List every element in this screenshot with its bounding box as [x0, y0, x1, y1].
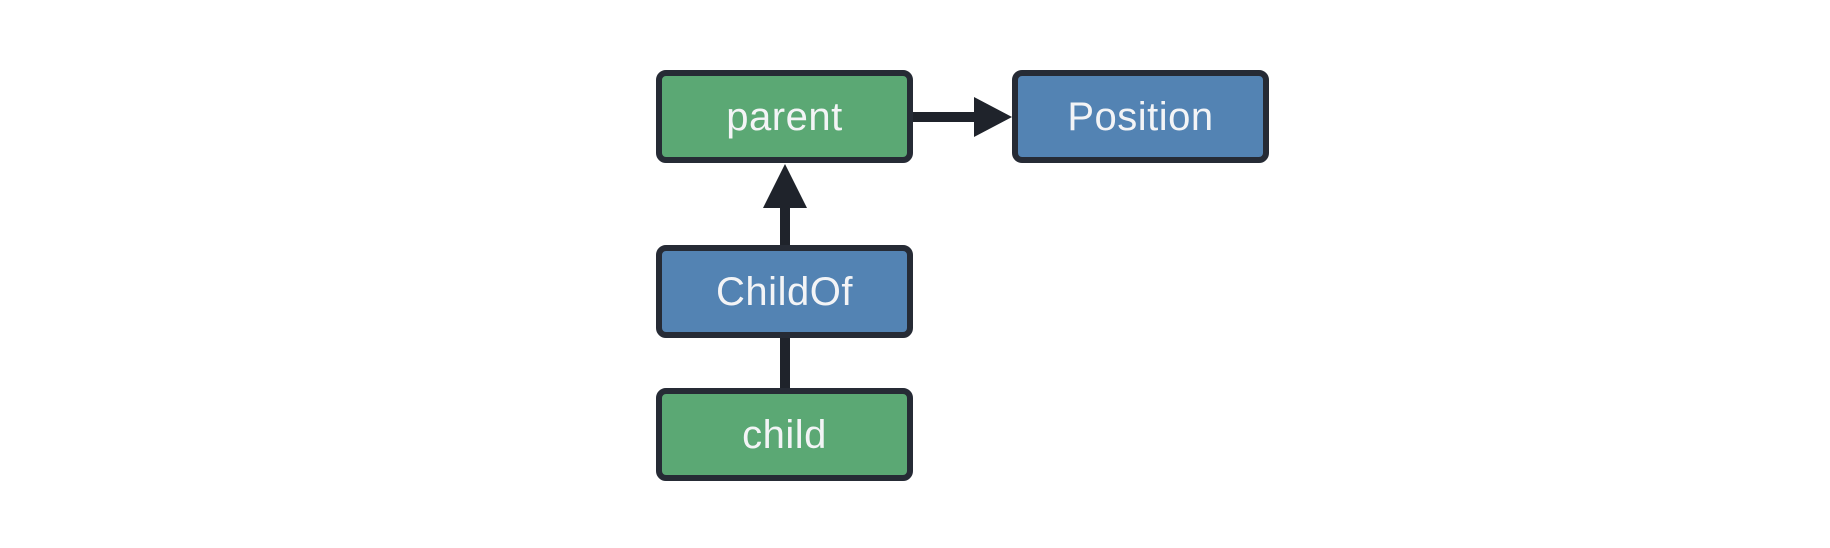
edge-childof-to-parent-line	[780, 206, 790, 246]
edge-childof-to-parent	[763, 164, 807, 246]
node-child: child	[656, 388, 913, 481]
node-parent-label: parent	[726, 94, 843, 139]
node-child-label: child	[742, 412, 827, 457]
node-childof-label: ChildOf	[716, 269, 853, 314]
edge-parent-to-position	[911, 97, 1012, 137]
edge-parent-to-position-arrowhead-icon	[974, 97, 1012, 137]
edge-child-to-childof-line	[780, 335, 790, 389]
node-childof: ChildOf	[656, 245, 913, 338]
node-position: Position	[1012, 70, 1269, 163]
edge-parent-to-position-line	[911, 112, 977, 122]
edge-child-to-childof	[780, 335, 790, 389]
edge-childof-to-parent-arrowhead-icon	[763, 164, 807, 208]
node-parent: parent	[656, 70, 913, 163]
node-position-label: Position	[1067, 94, 1214, 139]
